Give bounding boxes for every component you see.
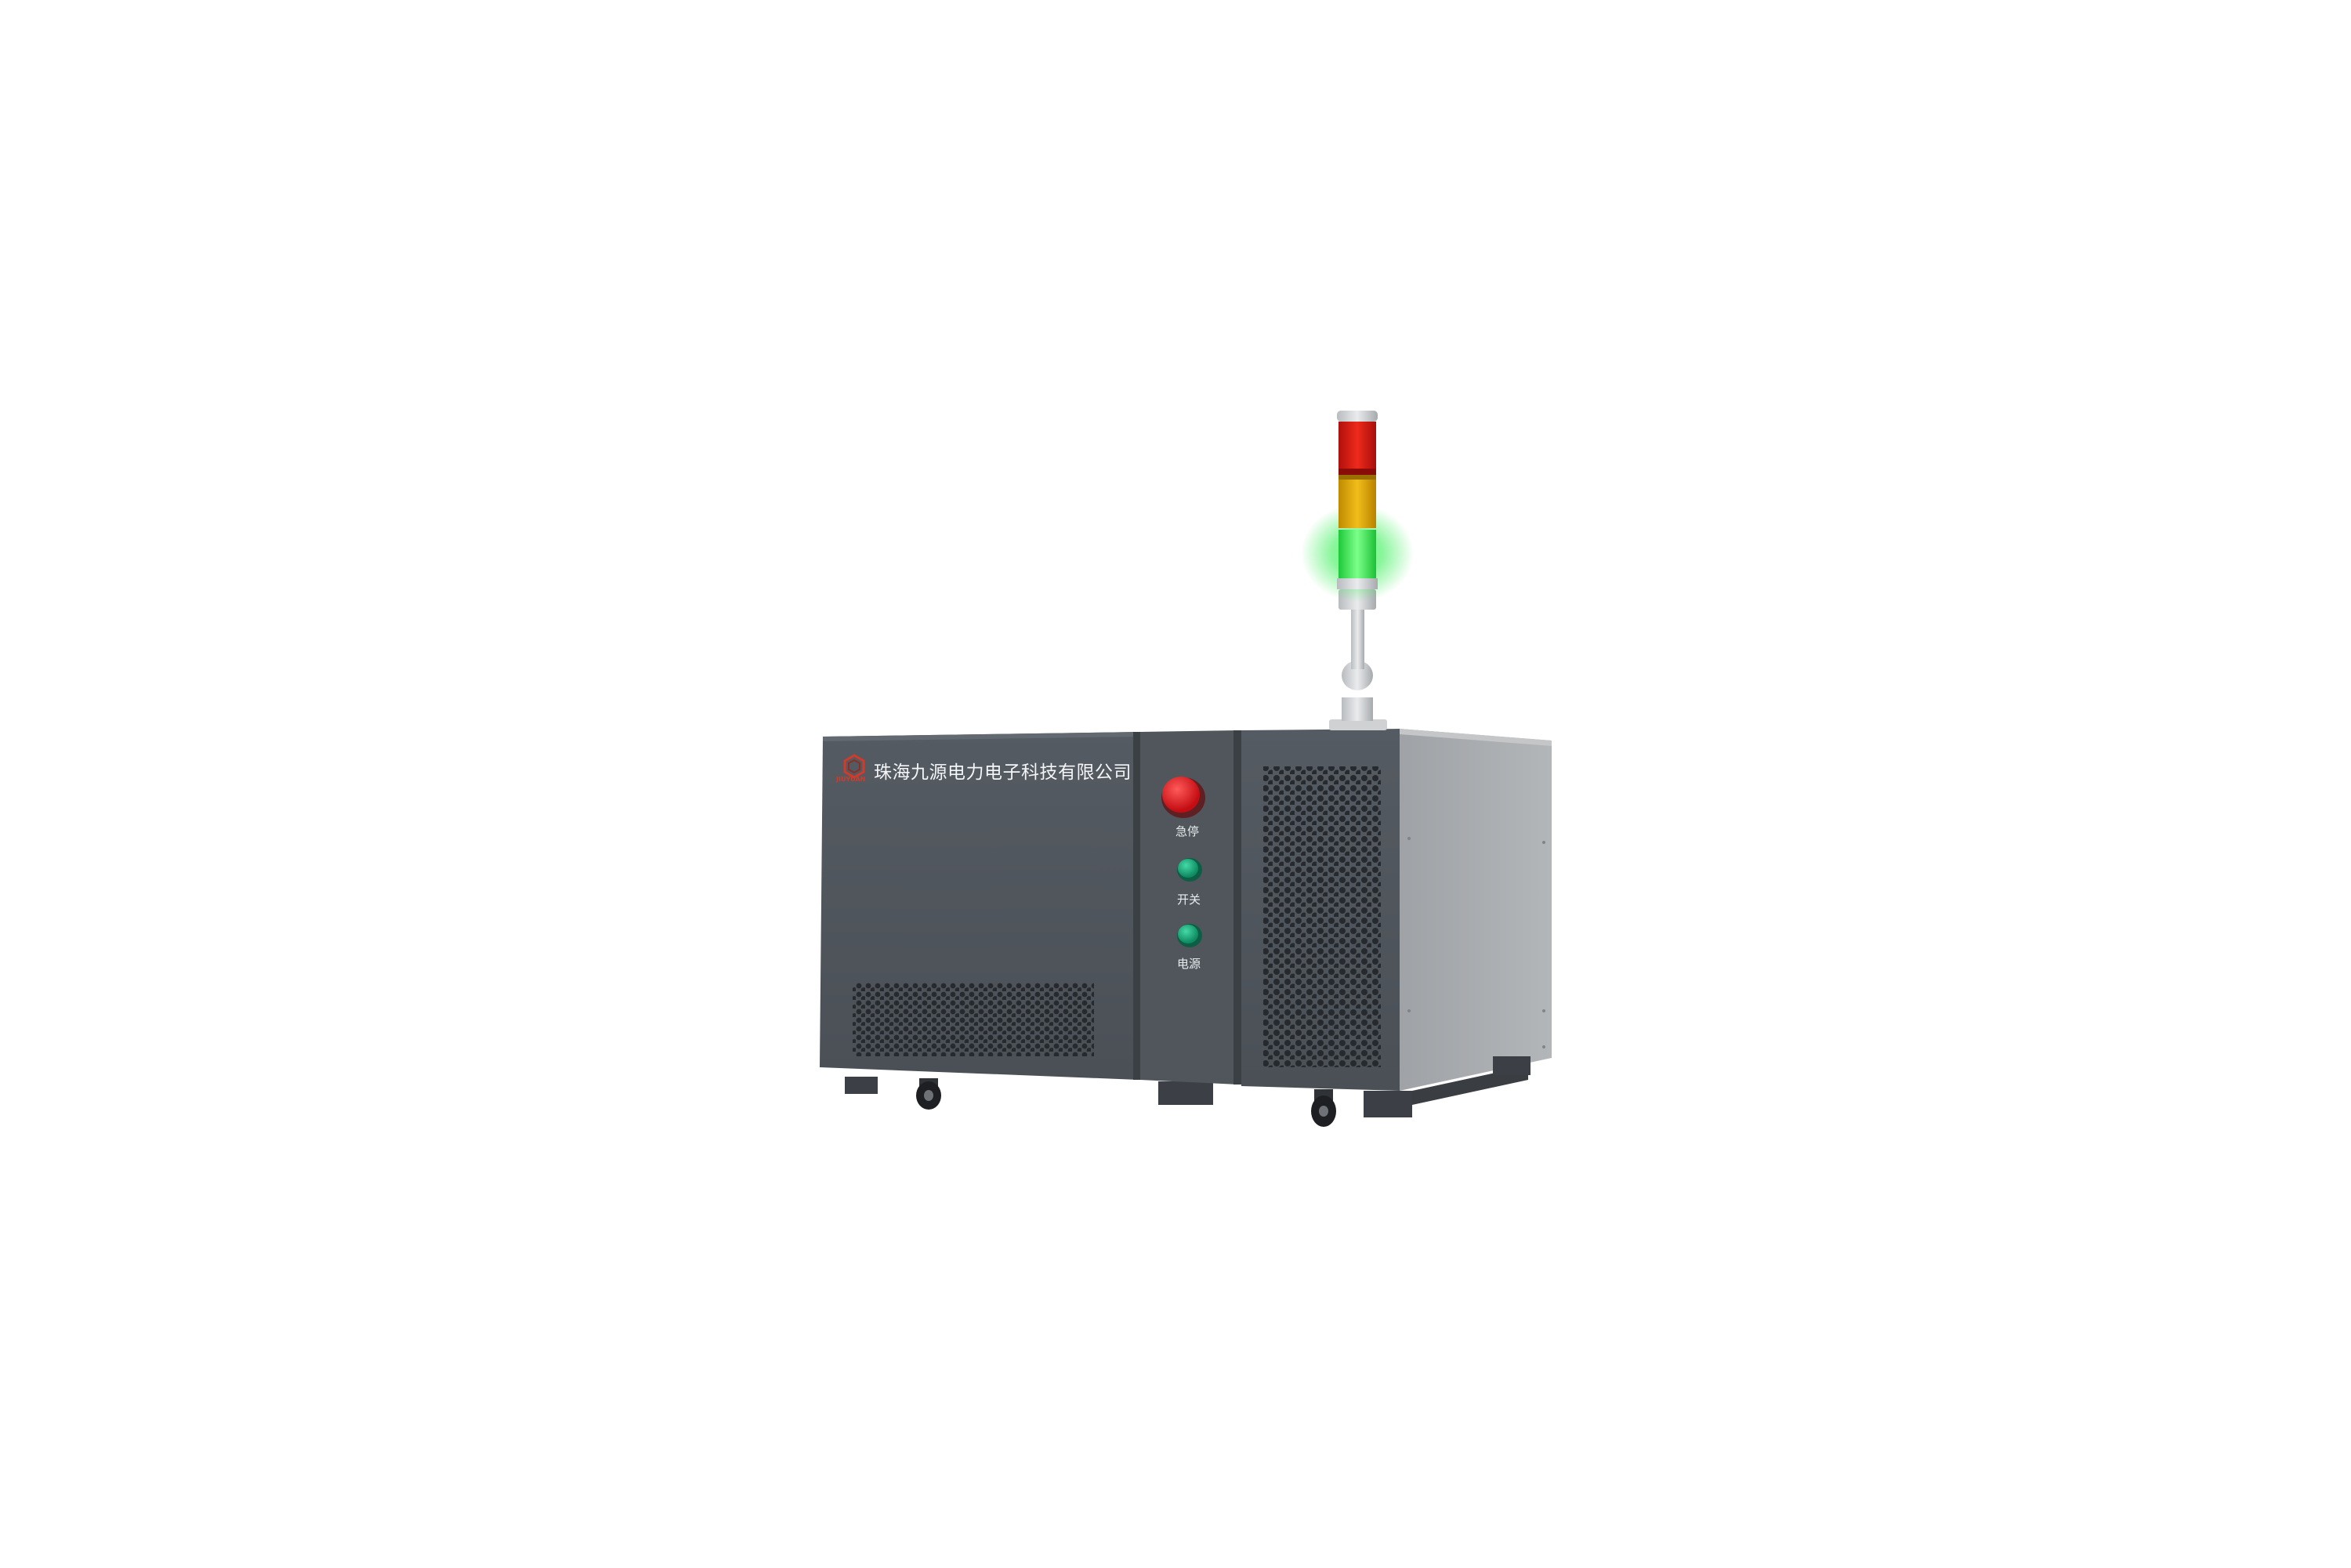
company-name: 珠海九源电力电子科技有限公司 xyxy=(874,762,1132,783)
cabinet-side-panel xyxy=(1400,729,1552,1091)
front-vent-grille xyxy=(853,983,1094,1056)
side-vent-grille xyxy=(1263,766,1381,1067)
cabinet-feet xyxy=(845,1056,1531,1117)
switch-label: 开关 xyxy=(1177,893,1201,907)
caster-wheel-right xyxy=(1311,1089,1336,1127)
emergency-stop-label: 急停 xyxy=(1176,824,1200,838)
caster-wheel-left xyxy=(916,1078,941,1110)
switch-indicator[interactable] xyxy=(1177,858,1202,882)
power-label: 电源 xyxy=(1177,957,1201,971)
power-indicator xyxy=(1177,924,1202,947)
cabinet-control-module xyxy=(1140,730,1241,1085)
signal-tower-light-icon xyxy=(1301,411,1414,730)
hexagon-logo-icon xyxy=(843,754,865,779)
emergency-stop-button[interactable] xyxy=(1161,777,1205,818)
brand-logo-text: JIUYUAN xyxy=(836,776,866,783)
